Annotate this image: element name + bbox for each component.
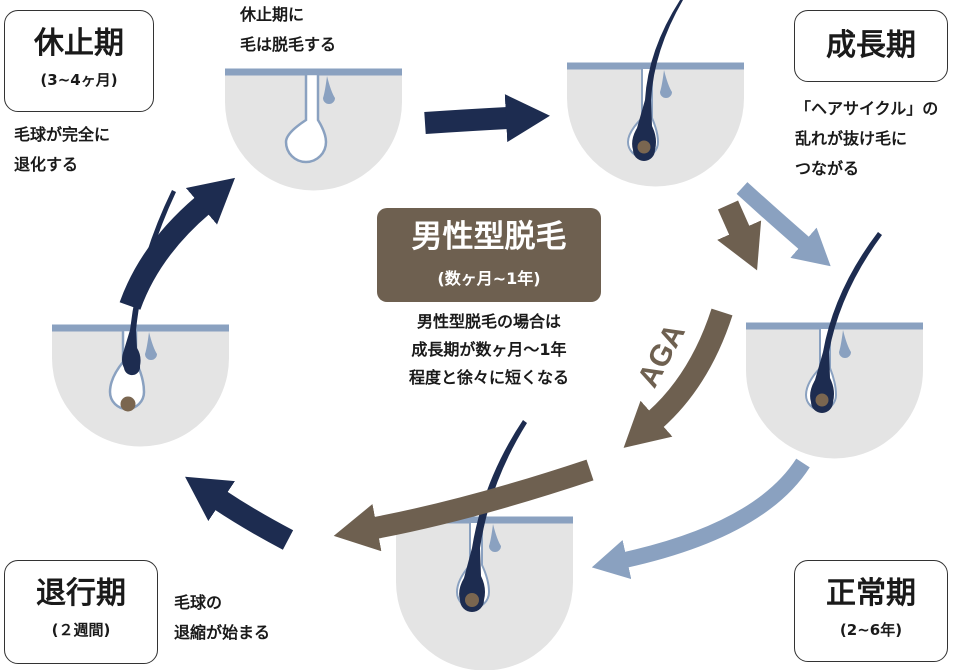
center-description-line: 程度と徐々に短くなる xyxy=(408,368,569,387)
arrow-aga-shortcut xyxy=(623,308,733,448)
note-top: 休止期に 毛は脱毛する xyxy=(240,0,336,60)
phase-box-catagen: 退行期 (２週間) xyxy=(4,560,158,664)
arrow-telogen-to-anagen xyxy=(424,94,550,143)
note-line: 毛球の xyxy=(174,593,223,612)
center-title: 男性型脱毛 xyxy=(411,219,567,255)
phase-name: 退行期 xyxy=(36,576,126,611)
center-description: 男性型脱毛の場合は 成長期が数ヶ月～1年 程度と徐々に短くなる xyxy=(378,308,600,392)
center-subtitle: (数ヶ月~1年) xyxy=(437,269,541,288)
arrow-bottom-to-left xyxy=(333,459,594,552)
arrow-left-to-catagen xyxy=(185,476,294,550)
phase-name: 正常期 xyxy=(826,576,916,611)
note-line: 「ヘアサイクル」の xyxy=(795,99,939,118)
center-description-line: 成長期が数ヶ月～1年 xyxy=(411,340,567,359)
note-line: 毛球が完全に xyxy=(14,125,111,144)
phase-box-normal: 正常期 (2~6年) xyxy=(794,560,948,662)
phase-duration: (２週間) xyxy=(51,621,111,639)
note-line: 休止期に xyxy=(240,5,305,24)
follicle-left xyxy=(52,190,229,447)
phase-duration: (2~6年) xyxy=(839,621,903,639)
arrow-anagen-to-normal xyxy=(736,182,831,267)
follicle-bottom xyxy=(396,420,573,670)
center-description-line: 男性型脱毛の場合は xyxy=(416,312,561,331)
phase-box-telogen: 休止期 (3~4ヶ月) xyxy=(4,10,154,112)
center-badge-aga: 男性型脱毛 (数ヶ月~1年) xyxy=(377,208,601,302)
note-anagen: 「ヘアサイクル」の 乱れが抜け毛に つながる xyxy=(795,94,938,184)
phase-name: 成長期 xyxy=(826,28,916,63)
arrow-catagen-to-telogen xyxy=(119,177,236,310)
phase-name: 休止期 xyxy=(34,26,124,61)
note-line: 乱れが抜け毛に xyxy=(795,129,908,148)
arrow-normal-to-bottom xyxy=(591,458,810,580)
note-line: 毛は脱毛する xyxy=(240,35,337,54)
note-catagen: 毛球の 退縮が始まる xyxy=(174,588,270,648)
phase-box-anagen: 成長期 xyxy=(794,10,948,82)
follicle-telogen-top xyxy=(225,68,402,191)
follicle-anagen xyxy=(567,0,744,187)
phase-duration: (3~4ヶ月) xyxy=(40,71,118,89)
arrow-anagen-down xyxy=(717,200,762,271)
follicle-normal xyxy=(746,232,923,459)
note-line: 退化する xyxy=(14,155,79,174)
note-telogen: 毛球が完全に 退化する xyxy=(14,120,110,180)
note-line: つながる xyxy=(795,159,860,178)
note-line: 退縮が始まる xyxy=(174,623,271,642)
